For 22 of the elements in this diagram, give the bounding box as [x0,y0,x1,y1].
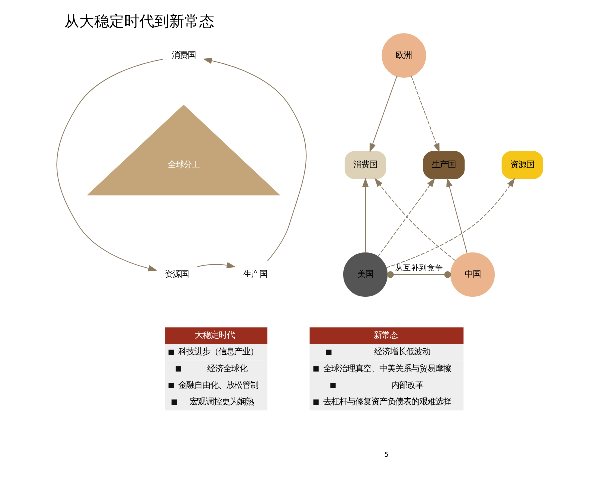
arrow [370,76,398,153]
node-circle: 美国 [343,252,388,298]
arrow [56,59,164,272]
node-text: 消费国 [172,50,196,60]
arrow [203,58,307,262]
arrow [197,262,236,269]
diagram-title: 从大稳定时代到新常态 [64,12,215,30]
node-circle: 欧洲 [382,34,426,78]
arrow [362,178,369,254]
node-box: 消费国 [344,151,386,180]
edge-label: 从互补到竞争 [395,263,444,272]
node-text: 资源国 [165,268,190,279]
arrow [446,178,468,254]
node-text: 生产国 [244,268,268,279]
node-box: 生产国 [423,151,465,180]
arrow [378,178,436,258]
connector [387,271,452,278]
arrow [411,76,440,153]
arrow [386,178,516,268]
arrow [374,178,456,262]
node-box: 资源国 [502,151,544,180]
node-circle: 中国 [450,252,496,298]
